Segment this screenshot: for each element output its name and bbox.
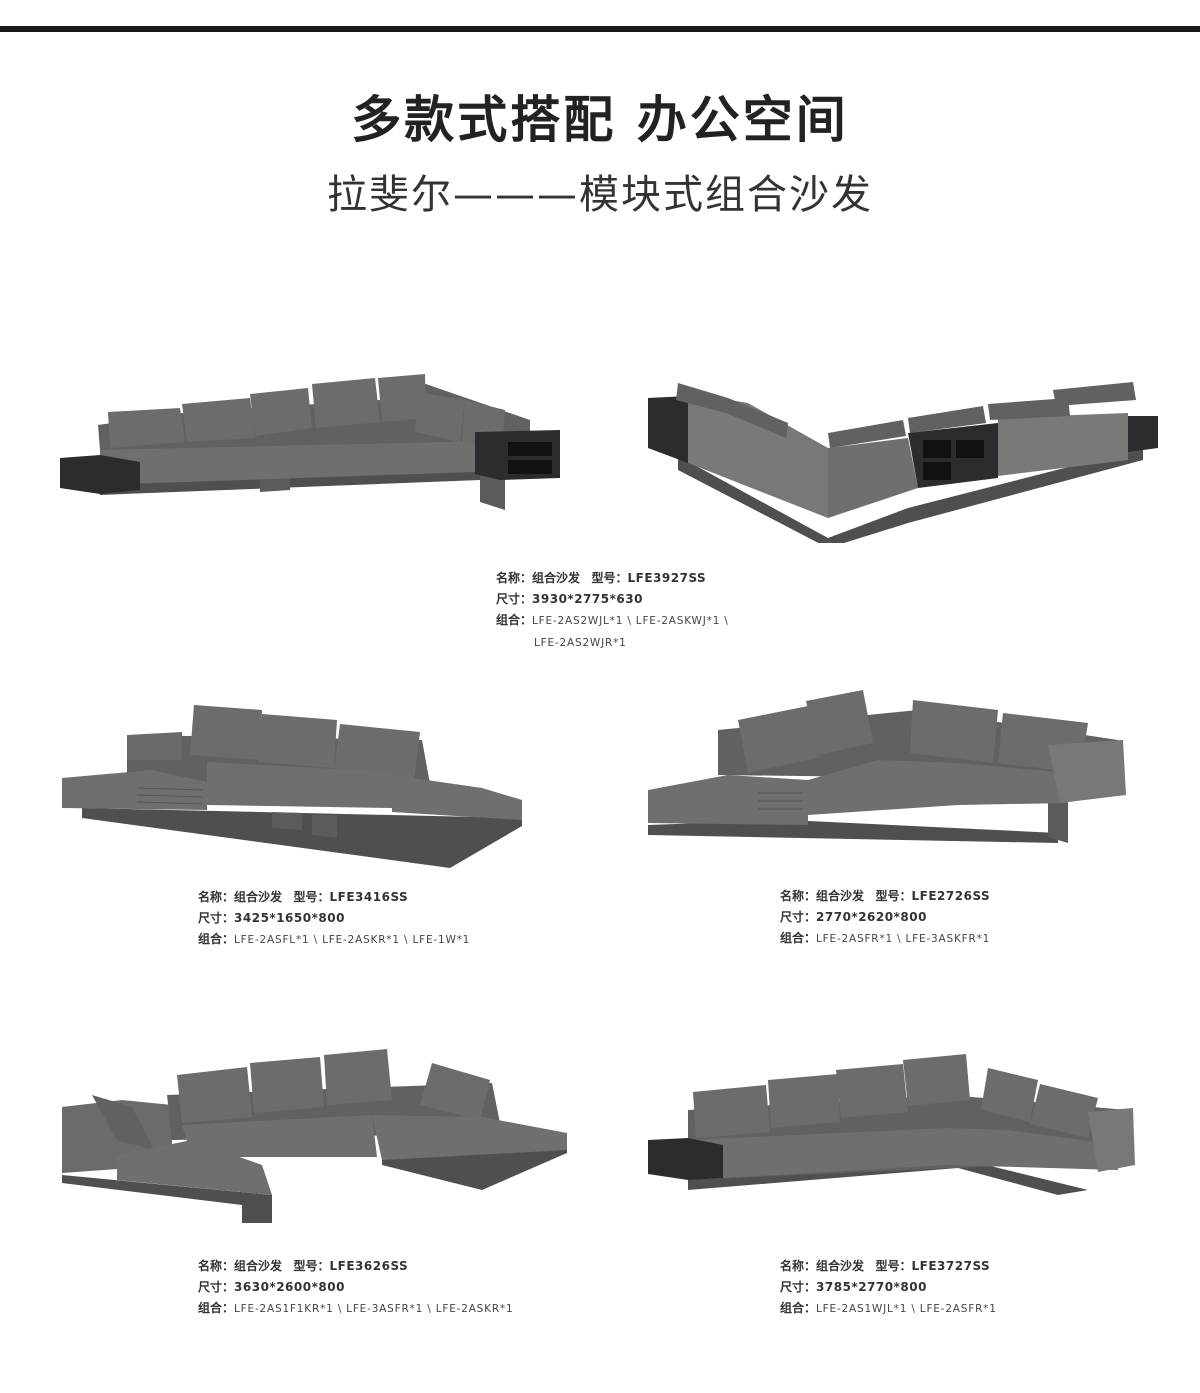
name-label: 名称：	[198, 1259, 235, 1273]
sofa-image-lfe3927ss-back	[648, 378, 1163, 543]
product-spec-lfe2726ss: 名称：组合沙发 型号：LFE2726SS 尺寸：2770*2620*800 组合…	[780, 886, 990, 950]
combo-label: 组合：	[198, 932, 235, 946]
product-combo: LFE-2ASFR*1 \ LFE-3ASKFR*1	[816, 933, 991, 945]
sofa-image-lfe2726ss	[648, 685, 1128, 850]
product-model: LFE3626SS	[329, 1259, 409, 1273]
page-title: 多款式搭配 办公空间	[351, 91, 849, 149]
combo-label: 组合：	[780, 931, 817, 945]
sofa-image-lfe3416ss	[62, 700, 527, 870]
product-size: 3425*1650*800	[234, 911, 345, 925]
product-size: 3930*2775*630	[532, 592, 643, 606]
model-label: 型号：	[591, 571, 628, 585]
product-spec-lfe3927ss: 名称：组合沙发 型号：LFE3927SS 尺寸：3930*2775*630 组合…	[496, 568, 729, 654]
combo-label: 组合：	[198, 1301, 235, 1315]
size-label: 尺寸：	[198, 911, 235, 925]
size-label: 尺寸：	[496, 592, 533, 606]
product-combo-line2: LFE-2AS2WJR*1	[534, 637, 627, 649]
product-spec-lfe3626ss: 名称：组合沙发 型号：LFE3626SS 尺寸：3630*2600*800 组合…	[198, 1256, 513, 1320]
name-label: 名称：	[496, 571, 533, 585]
size-label: 尺寸：	[780, 1280, 817, 1294]
product-size: 3785*2770*800	[816, 1280, 927, 1294]
product-model: LFE3727SS	[911, 1259, 991, 1273]
product-combo: LFE-2AS1WJL*1 \ LFE-2ASFR*1	[816, 1303, 997, 1315]
product-combo: LFE-2AS2WJL*1 \ LFE-2ASKWJ*1 \	[532, 615, 729, 627]
name-label: 名称：	[198, 890, 235, 904]
model-label: 型号：	[293, 890, 330, 904]
product-name: 组合沙发	[234, 1259, 283, 1273]
product-model: LFE3927SS	[627, 571, 707, 585]
product-name: 组合沙发	[816, 889, 865, 903]
top-divider-bar	[0, 26, 1200, 32]
product-model: LFE2726SS	[911, 889, 991, 903]
product-name: 组合沙发	[234, 890, 283, 904]
product-combo: LFE-2ASFL*1 \ LFE-2ASKR*1 \ LFE-1W*1	[234, 934, 471, 946]
product-name: 组合沙发	[532, 571, 581, 585]
name-label: 名称：	[780, 889, 817, 903]
sofa-image-lfe3626ss	[62, 1045, 572, 1225]
model-label: 型号：	[293, 1259, 330, 1273]
size-label: 尺寸：	[780, 910, 817, 924]
combo-label: 组合：	[496, 613, 533, 627]
page-subtitle: 拉斐尔———模块式组合沙发	[327, 172, 873, 218]
product-spec-lfe3727ss: 名称：组合沙发 型号：LFE3727SS 尺寸：3785*2770*800 组合…	[780, 1256, 997, 1320]
sofa-image-lfe3727ss	[648, 1050, 1138, 1195]
name-label: 名称：	[780, 1259, 817, 1273]
model-label: 型号：	[875, 1259, 912, 1273]
product-size: 3630*2600*800	[234, 1280, 345, 1294]
model-label: 型号：	[875, 889, 912, 903]
product-size: 2770*2620*800	[816, 910, 927, 924]
product-spec-lfe3416ss: 名称：组合沙发 型号：LFE3416SS 尺寸：3425*1650*800 组合…	[198, 887, 470, 951]
product-model: LFE3416SS	[329, 890, 409, 904]
product-combo: LFE-2AS1F1KR*1 \ LFE-3ASFR*1 \ LFE-2ASKR…	[234, 1303, 514, 1315]
size-label: 尺寸：	[198, 1280, 235, 1294]
combo-label: 组合：	[780, 1301, 817, 1315]
sofa-image-lfe3927ss-front	[60, 370, 570, 520]
product-name: 组合沙发	[816, 1259, 865, 1273]
